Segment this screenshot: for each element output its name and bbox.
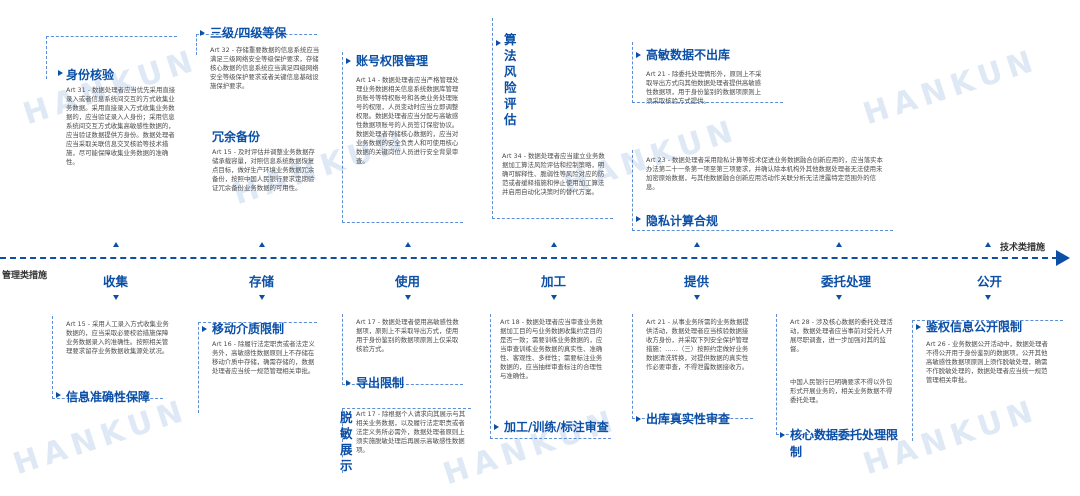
axis-left-label: 管理类措施 [2, 271, 48, 281]
media-text: Art 16 - 除履行法定职责或者法定义务外，高敏感性数据原则上不存储在移动介… [212, 340, 315, 375]
stage-collect: 收集 [103, 274, 129, 289]
up-arrow-icon [985, 242, 991, 247]
arrow-right-icon [346, 380, 351, 386]
down-arrow-icon [259, 295, 265, 300]
algo-frame [492, 18, 613, 219]
entrust-frame [776, 314, 897, 435]
export-frame [342, 314, 463, 385]
publish-frame [912, 320, 1063, 441]
export-limit-title: 导出限制 [356, 376, 405, 390]
up-arrow-icon [405, 242, 411, 247]
level3-frame [196, 34, 317, 55]
entrust-text: Art 28 - 涉及核心数据的委托处理活动，数据处理者应当事前对受托人开展尽职… [790, 318, 893, 353]
arrow-right-icon [780, 432, 785, 438]
no-export-text: Art 21 - 除委托处理情形外，原则上不采取导出方式向其他数据处理者提供高敏… [646, 70, 762, 105]
arrow-right-icon [346, 58, 351, 64]
core-entrust-text: 中国人民银行已明确要求不得以外包形式开展业务的，相关业务数据不得委托处理。 [790, 378, 893, 404]
up-arrow-icon [551, 242, 557, 247]
up-arrow-icon [694, 242, 700, 247]
stage-store: 存储 [249, 274, 275, 289]
stage-process: 加工 [541, 274, 567, 289]
arrow-right-icon [200, 30, 205, 36]
arrow-right-icon [636, 216, 641, 222]
core-entrust-title: 核心数据委托处理限制 [790, 428, 899, 459]
down-arrow-icon [985, 295, 991, 300]
collect-quality-frame [52, 316, 163, 399]
arrow-right-icon [56, 392, 61, 398]
process-title: 加工/训练/标注审查 [504, 420, 609, 434]
stage-provide: 提供 [684, 274, 710, 289]
down-arrow-icon [405, 295, 411, 300]
algo-title: 算法风险评估 [504, 32, 517, 127]
arrow-right-icon [202, 326, 207, 332]
collect-quality-title: 信息准确性保障 [66, 390, 151, 404]
media-frame [198, 322, 317, 413]
level3-text: Art 32 - 存储重要数据的信息系统应当满足三级网络安全等级保护要求，存储核… [210, 46, 320, 90]
privacy-text: Art 23 - 数据处理者采用隐私计算等技术促进业务数据融合创新应用的，应当落… [646, 156, 883, 191]
privacy-frame [632, 150, 893, 231]
desens-frame [342, 408, 471, 473]
account-text: Art 14 - 数据处理者应当严格管理处理业务数据相关信息系统数据库管理员账号… [356, 76, 459, 165]
stage-use: 使用 [395, 274, 421, 289]
media-title: 移动介质限制 [212, 322, 285, 336]
down-arrow-icon [551, 295, 557, 300]
collect-quality-text: Art 15 - 采用人工录入方式收集业务数据的，应当采取必要校验措施保障业务数… [66, 320, 169, 355]
arrow-right-icon [58, 70, 63, 76]
up-arrow-icon [836, 242, 842, 247]
process-frame [490, 314, 611, 439]
id-verify-frame [46, 36, 177, 79]
backup-title: 冗余备份 [212, 130, 261, 144]
arrow-right-icon [636, 416, 641, 422]
stage-publish: 公开 [977, 274, 1003, 289]
process-text: Art 18 - 数据处理者应当审查业务数据加工目的与业务数据收集约定目的是否一… [500, 318, 603, 380]
backup-text: Art 15 - 及时评估并调整业务数据存储承载容量，对照信息系统数据恢复点目标… [212, 148, 315, 192]
up-arrow-icon [113, 242, 119, 247]
axis-right-label: 技术类措施 [1000, 243, 1046, 253]
provide-text: Art 21 - 从事业务所需的业务数据提供活动，数据处理者应当核验数据接收方身… [646, 318, 749, 371]
up-arrow-icon [259, 242, 265, 247]
publish-title: 鉴权信息公开限制 [926, 320, 1023, 334]
down-arrow-icon [836, 295, 842, 300]
export-text: Art 17 - 数据处理者使用高敏感性数据项，原则上不采取导出方式，使用用于身… [356, 318, 459, 353]
axis-arrow-icon [1056, 250, 1070, 266]
arrow-right-icon [494, 424, 499, 430]
down-arrow-icon [694, 295, 700, 300]
account-frame [342, 52, 463, 223]
stage-entrust: 委托处理 [821, 274, 872, 289]
desens-title: 脱敏展示 [340, 410, 353, 473]
provide-frame [632, 314, 753, 419]
timeline-axis [0, 257, 1058, 259]
arrow-right-icon [496, 40, 501, 46]
no-export-frame [632, 42, 783, 103]
id-verify-text: Art 31 - 数据处理者应当优先采用直接录入或者信息系统间交互的方式收集业务… [66, 86, 176, 166]
arrow-right-icon [636, 52, 641, 58]
provide-title: 出库真实性审查 [646, 412, 731, 426]
id-verify-title: 身份核验 [66, 68, 115, 82]
publish-text: Art 26 - 业务数据公开活动中，数据处理者不得公开用于身份鉴别的数据项，公… [926, 340, 1048, 384]
desens-text: Art 17 - 除根据个人请求向其展示与其相关业务数据，以及履行法定职责或者法… [356, 410, 466, 454]
no-export-title: 高敏数据不出库 [646, 48, 731, 62]
watermark: HANKUN [859, 42, 1043, 133]
account-title: 账号权限管理 [356, 54, 429, 68]
watermark: HANKUN [9, 392, 193, 483]
level3-title: 三级/四级等保 [210, 26, 287, 40]
privacy-title: 隐私计算合规 [646, 214, 719, 228]
arrow-right-icon [916, 324, 921, 330]
down-arrow-icon [113, 295, 119, 300]
algo-text: Art 34 - 数据处理者应当建立业务数据加工算法风险评估和控制策略，明确可解… [502, 152, 605, 196]
